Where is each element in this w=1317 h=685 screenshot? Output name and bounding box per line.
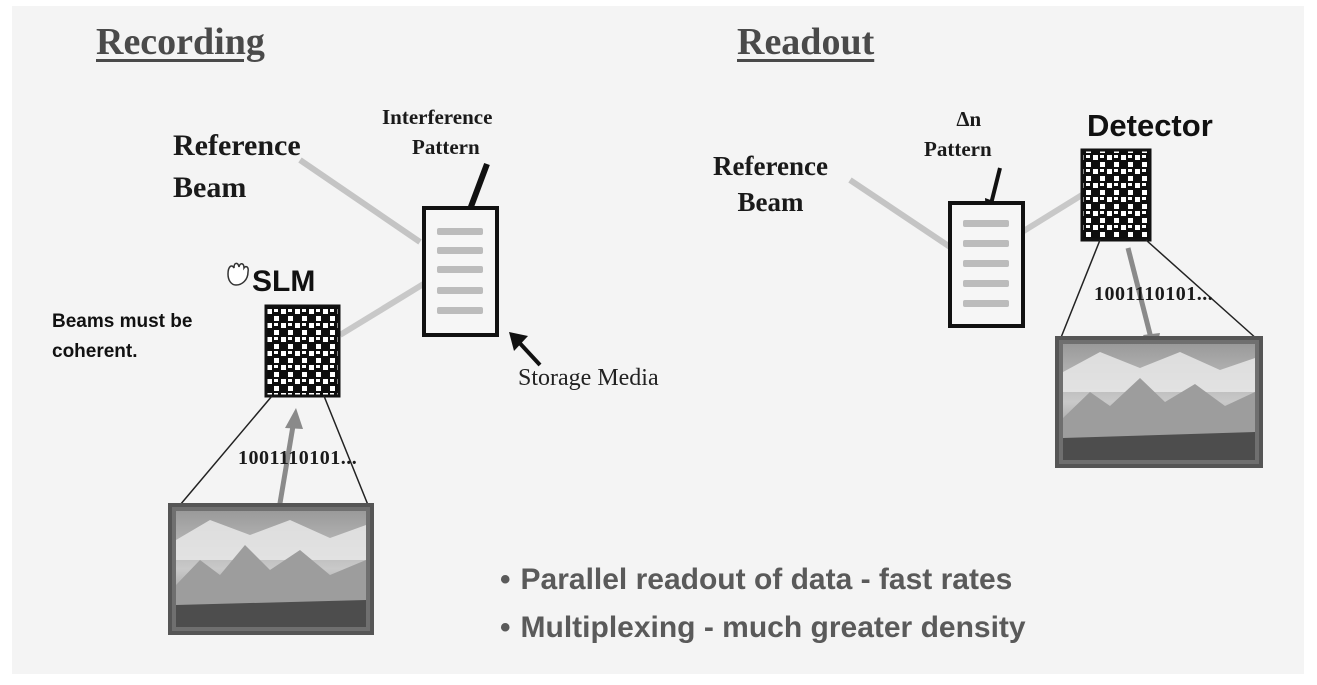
detector-label: Detector <box>1087 108 1213 143</box>
coherence-note-line1: Beams must be <box>52 311 193 332</box>
readout-title: Readout <box>737 21 875 63</box>
output-image <box>1055 336 1263 468</box>
readout-reference-beam-line2: Beam <box>737 187 804 217</box>
signal-beam <box>338 277 432 338</box>
projection-line-right-readout <box>1145 239 1259 341</box>
detector-grid <box>1080 148 1152 242</box>
interference-pattern-line2: Pattern <box>412 135 480 159</box>
reference-beam-label-readout: Reference Beam <box>713 148 828 220</box>
encode-arrowhead <box>285 408 303 429</box>
projection-line-left-readout <box>1059 239 1101 341</box>
storage-media-arrowhead <box>509 332 528 351</box>
reference-beam-readout <box>848 177 964 258</box>
reference-beam-label-line1: Reference <box>173 129 301 162</box>
storage-media-recording <box>422 206 499 337</box>
encode-arrow <box>275 419 297 516</box>
delta-n-pattern-line2: Pattern <box>924 137 992 161</box>
recording-bits-label: 1001110101... <box>238 447 358 469</box>
recording-title: Recording <box>96 21 265 63</box>
reference-beam-label-line2: Beam <box>173 171 247 204</box>
coherence-note: Beams must be coherent. <box>52 307 192 367</box>
decode-arrow <box>1125 247 1155 343</box>
slm-grid <box>264 304 341 398</box>
slm-label: SLM <box>252 265 316 298</box>
readout-reference-beam-line1: Reference <box>713 151 828 181</box>
reference-beam-recording <box>298 157 422 245</box>
interference-pattern-label: Interference Pattern <box>382 102 492 162</box>
readout-bits-label: 1001110101... <box>1094 283 1214 305</box>
input-image <box>168 503 374 635</box>
delta-n-pattern-label: Δn Pattern <box>924 104 992 164</box>
hand-icon <box>227 262 249 286</box>
coherence-note-line2: coherent. <box>52 341 138 362</box>
projection-line-right-recording <box>323 395 369 506</box>
reference-beam-label-recording: Reference Beam <box>173 125 301 209</box>
bullet-item: Multiplexing - much greater density <box>500 604 1026 652</box>
storage-media-readout <box>948 201 1025 328</box>
delta-n-label: Δn <box>956 107 982 131</box>
summary-bullets: Parallel readout of data - fast rates Mu… <box>500 556 1026 652</box>
bullet-item: Parallel readout of data - fast rates <box>500 556 1026 604</box>
storage-media-label: Storage Media <box>518 365 659 391</box>
projection-line-left-recording <box>179 395 273 506</box>
interference-pattern-line1: Interference <box>382 105 493 129</box>
